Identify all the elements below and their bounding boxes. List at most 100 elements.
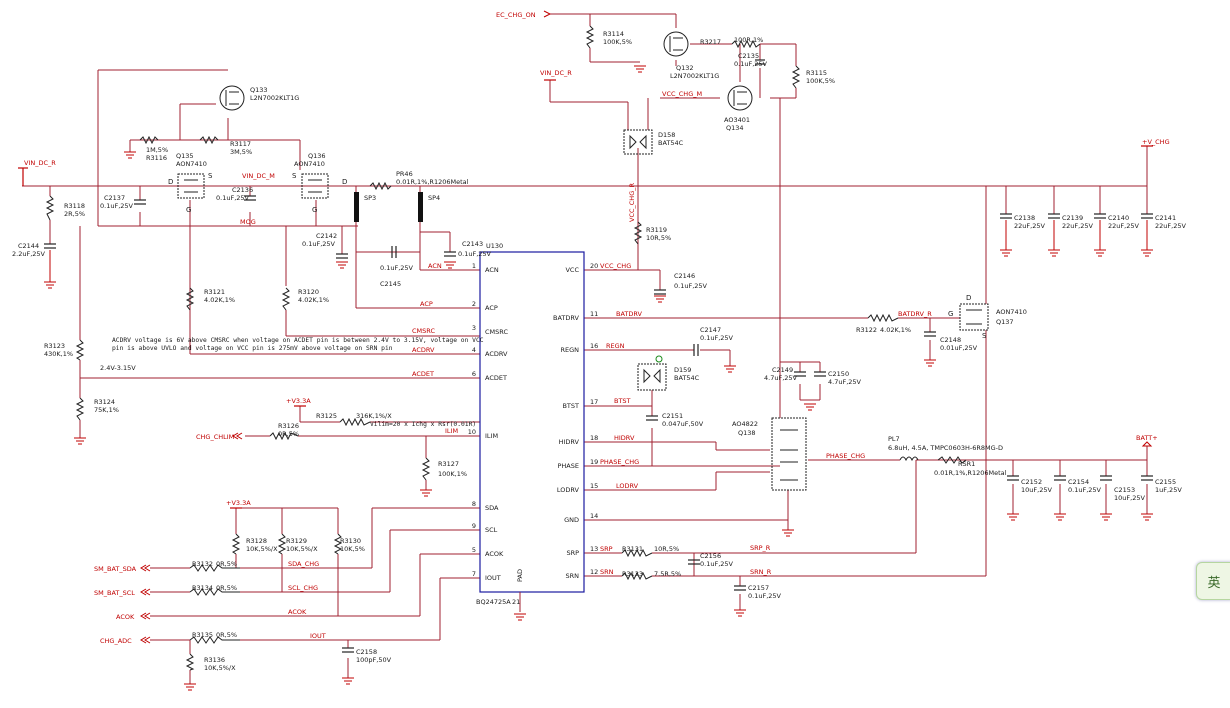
ic-u130: U130 BQ24725A PAD 21 (476, 242, 585, 612)
jumper-sp4 (418, 192, 423, 222)
note-acdrv-line1: ACDRV voltage is 6V above CMSRC when vol… (112, 337, 484, 344)
net-batt-plus: BATT+ (1136, 434, 1158, 442)
label-q133-ref: Q133 (250, 86, 268, 94)
label-c2152-ref: C2152 (1021, 478, 1042, 486)
mosfet-symbols (177, 31, 989, 491)
net-iout: IOUT (310, 632, 326, 640)
label-sp4: SP4 (428, 194, 440, 202)
label-c2146-ref: C2146 (674, 272, 695, 280)
net-ec-chg-on: EC_CHG_ON (496, 11, 536, 19)
label-c2154-val: 0.1uF,25V (1068, 486, 1102, 494)
label-r3116-ref: R3116 (146, 154, 167, 162)
label-c2135-val: 0.1uF,25V (734, 60, 768, 68)
label-c2144-val: 2.2uF,25V (12, 250, 46, 258)
ic-pin-number: 7 (472, 570, 476, 578)
label-r3125-val: 316K,1%/X (356, 412, 392, 420)
net-vin-dc-r-top: VIN_DC_R (540, 69, 572, 77)
label-c2146-val: 0.1uF,25V (674, 282, 708, 290)
ic-pin-name: ACDRV (485, 350, 508, 358)
label-c2147-val: 0.1uF,25V (700, 334, 734, 342)
label-r3121-val: 4.02K,1% (204, 296, 235, 304)
ic-pin-number: 1 (472, 262, 476, 270)
net-vcc-chg-m: VCC_CHG_M (662, 90, 702, 98)
label-rsr1-val: 0.01R,1%,R1206Metal (934, 469, 1007, 477)
label-d159-val: BAT54C (674, 374, 700, 382)
label-q138-ref: Q138 (738, 429, 756, 437)
label-r3118-ref: R3118 (64, 202, 85, 210)
net-mog: MOG (240, 218, 256, 226)
ic-pin-number: 5 (472, 546, 476, 554)
label-q134-val: AO3401 (724, 116, 750, 124)
label-q135-val: AON7410 (176, 160, 207, 168)
label-c2138-val: 22uF,25V (1014, 222, 1045, 230)
label-r3122-val: 4.02K,1% (880, 326, 911, 334)
label-q132-ref: Q132 (676, 64, 694, 72)
label-rsr1-ref: RSR1 (958, 460, 975, 468)
label-pr46-ref: PR46 (396, 170, 413, 178)
label-q133-val: L2N7002KLT1G (250, 94, 299, 102)
label-q136-val: AON7410 (294, 160, 325, 168)
label-c2140-val: 22uF,25V (1108, 222, 1139, 230)
label-r3115-ref: R3115 (806, 69, 827, 77)
note-acdrv-line2: pin is above UVLO and voltage on VCC pin… (112, 345, 393, 352)
ic-pad-num: 21 (512, 598, 520, 606)
net-chg-chlim: CHG_CHLIM (196, 433, 234, 441)
label-q137-val: AON7410 (996, 308, 1027, 316)
ic-pin-name: ACP (485, 304, 498, 312)
ic-part: BQ24725A (476, 598, 511, 606)
ic-pin-number: 20 (590, 262, 598, 270)
capacitor-symbols (44, 59, 1153, 653)
ic-pin-name: IOUT (485, 574, 501, 582)
label-r3217-ref: R3217 (700, 38, 721, 46)
pin-g-q135: G (186, 206, 191, 214)
diode-symbols (623, 129, 667, 391)
label-c2147-ref: C2147 (700, 326, 721, 334)
label-c2158-ref: C2158 (356, 648, 377, 656)
label-r3125-ref: R3125 (316, 412, 337, 420)
ime-language-toggle-button[interactable]: 英 (1196, 562, 1230, 600)
label-r3114-val: 100K,5% (603, 38, 632, 46)
label-c2135-ref: C2135 (738, 52, 759, 60)
ic-pin-name: ACOK (485, 550, 504, 558)
label-q137-ref: Q137 (996, 318, 1014, 326)
label-r3132-val: 0R,5% (216, 560, 237, 568)
label-r3123-ref: R3123 (44, 342, 65, 350)
label-c2154-ref: C2154 (1068, 478, 1089, 486)
label-pl7-val: 6.8uH, 4.5A, TMPC0603H-6R8MG-D (888, 444, 1003, 452)
label-c2150-val: 4.7uF,25V (828, 378, 862, 386)
net-v3-3a-1: +V3.3A (286, 397, 311, 405)
label-c2156-val: 0.1uF,25V (700, 560, 734, 568)
label-c2141-val: 22uF,25V (1155, 222, 1186, 230)
pin-g-q136: G (312, 206, 317, 214)
ic-pin-number: 13 (590, 545, 598, 553)
label-c2153-val: 10uF,25V (1114, 494, 1145, 502)
net-acdrv: ACDRV (412, 346, 435, 354)
label-c2157-val: 0.1uF,25V (748, 592, 782, 600)
label-r3127-val: 100K,1% (438, 470, 467, 478)
label-r3124-val: 75K,1% (94, 406, 119, 414)
label-r3122-ref: R3122 (856, 326, 877, 334)
ic-pin-number: 17 (590, 398, 598, 406)
ic-body (479, 251, 585, 593)
label-c2144-ref: C2144 (18, 242, 39, 250)
net-acp: ACP (420, 300, 433, 308)
net-2v4-3v15: 2.4V-3.15V (100, 364, 136, 372)
pin-d-q136: D (342, 178, 347, 186)
ic-pin-name: VCC (565, 266, 579, 274)
label-c2137-ref: C2137 (104, 194, 125, 202)
net-scl-chg: SCL_CHG (288, 584, 318, 592)
label-r3116-val: 1M,5% (146, 146, 168, 154)
label-r3136-val: 10K,5%/X (204, 664, 236, 672)
net-lodrv: LODRV (616, 482, 639, 490)
net-acok-port: ACOK (116, 613, 135, 621)
net-sm-bat-scl: SM_BAT_SCL (94, 589, 135, 597)
label-r3128-ref: R3128 (246, 537, 267, 545)
label-r3134-ref: R3134 (192, 584, 213, 592)
label-r3124-ref: R3124 (94, 398, 115, 406)
pin-d-q137: D (966, 294, 971, 302)
transistor-pin-letters: D G S D G S G D S (168, 172, 987, 340)
label-r3115-val: 100K,5% (806, 77, 835, 85)
ground-symbols (44, 65, 1153, 691)
